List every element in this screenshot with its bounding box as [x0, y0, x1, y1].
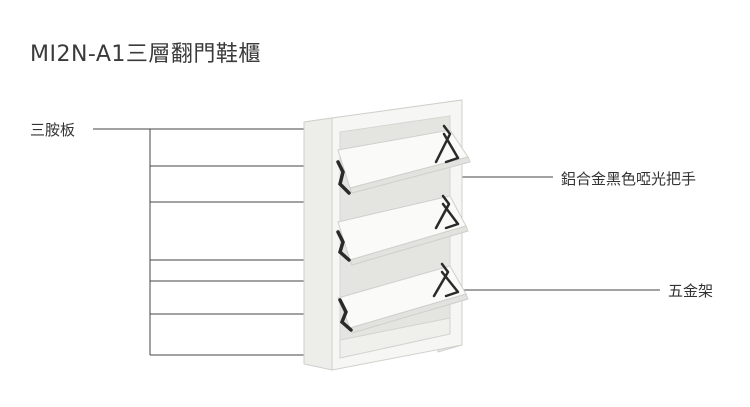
product-title: MI2N-A1三層翻門鞋櫃 — [30, 42, 261, 67]
flap-drawer-top — [336, 124, 471, 195]
handle-icon — [336, 160, 351, 195]
callout-handle: 鋁合金黑色啞光把手 — [561, 170, 697, 188]
hinge-icon — [432, 262, 460, 298]
flap-drawer-bottom — [337, 262, 469, 334]
hinge-icon — [434, 124, 460, 164]
callout-panel-material: 三胺板 — [30, 121, 76, 139]
hinge-icon — [434, 194, 460, 230]
callout-hinge: 五金架 — [668, 282, 714, 300]
handle-icon — [338, 298, 353, 332]
handle-icon — [336, 230, 351, 262]
flap-drawer-middle — [336, 194, 469, 266]
